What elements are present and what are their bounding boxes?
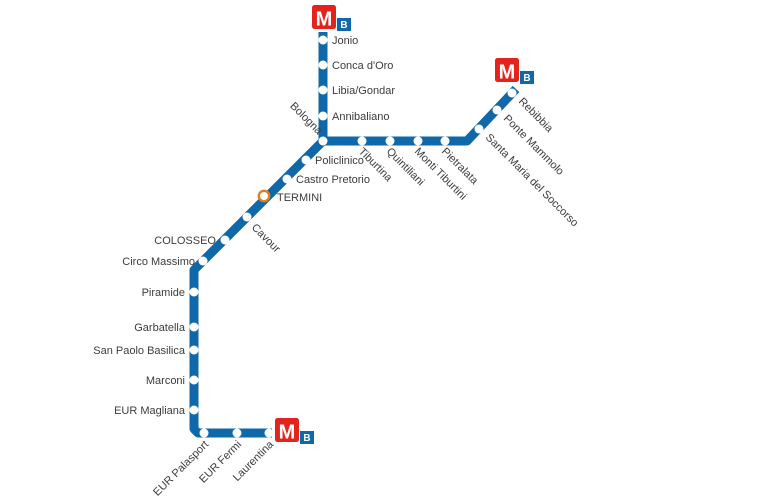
station-dot-piramide [189,287,199,297]
metro-m-icon: M [316,9,333,31]
station-label-libia-gondar: Libia/Gondar [332,85,395,97]
station-dot-libia-gondar [318,85,328,95]
metro-logo-red-square [312,5,336,29]
station-dot-eur-fermi [232,428,242,438]
station-dot-tiburtina [357,136,367,146]
line-b-badge-letter: B [523,73,530,84]
station-label-eur-magliana: EUR Magliana [114,405,186,417]
station-label-conca-d-oro: Conca d'Oro [332,60,393,72]
station-label-ponte-mammolo: Ponte Mammolo [501,113,566,178]
line-b-badge-letter: B [303,433,310,444]
line-b-badge [520,71,534,84]
station-dot-colosseo [220,235,230,245]
station-label-marconi: Marconi [146,375,185,387]
station-label-san-paolo-basilica: San Paolo Basilica [93,345,186,357]
line-b-badge [337,18,351,31]
line-b-badge-letter: B [340,20,347,31]
station-dot-interchange-termini [257,189,271,203]
station-dot-conca-d-oro [318,60,328,70]
line-b-badge [300,431,314,444]
station-dot-bologna [318,136,328,146]
station-label-termini: TERMINI [277,192,322,204]
station-label-garbatella: Garbatella [134,322,186,334]
station-dot-santa-maria-del-soccorso [474,124,484,134]
station-label-circo-massimo: Circo Massimo [122,256,195,268]
station-dot-policlinico [301,155,311,165]
metro-line-main-rebibbia-laurentina [189,85,520,438]
station-dot-eur-palasport [199,428,209,438]
station-label-cavour: Cavour [249,222,283,256]
station-dot-jonio [318,35,328,45]
station-label-annibaliano: Annibaliano [332,111,390,123]
station-dot-monti-tiburtini [413,136,423,146]
station-dot-laurentina [264,428,274,438]
station-dot-san-paolo-basilica [189,345,199,355]
station-dot-circo-massimo [198,256,208,266]
metro-m-icon: M [279,422,296,444]
metro-m-icon: M [499,62,516,84]
metro-logo-red-square [275,418,299,442]
station-label-policlinico: Policlinico [315,155,364,167]
station-dot-cavour [242,212,252,222]
station-label-castro-pretorio: Castro Pretorio [296,174,370,186]
station-label-jonio: Jonio [332,35,358,47]
station-label-colosseo: COLOSSEO [154,235,216,247]
station-dot-ponte-mammolo [492,105,502,115]
station-dot-marconi [189,375,199,385]
station-dot-castro-pretorio [282,174,292,184]
station-label-piramide: Piramide [142,287,185,299]
station-dot-quintiliani [385,136,395,146]
station-dot-annibaliano [318,111,328,121]
station-dot-pietralata [440,136,450,146]
station-label-eur-palasport: EUR Palasport [151,439,211,498]
station-dot-garbatella [189,322,199,332]
station-dot-eur-magliana [189,405,199,415]
station-dot-rebibbia [507,88,517,98]
metro-logo-red-square [495,58,519,82]
